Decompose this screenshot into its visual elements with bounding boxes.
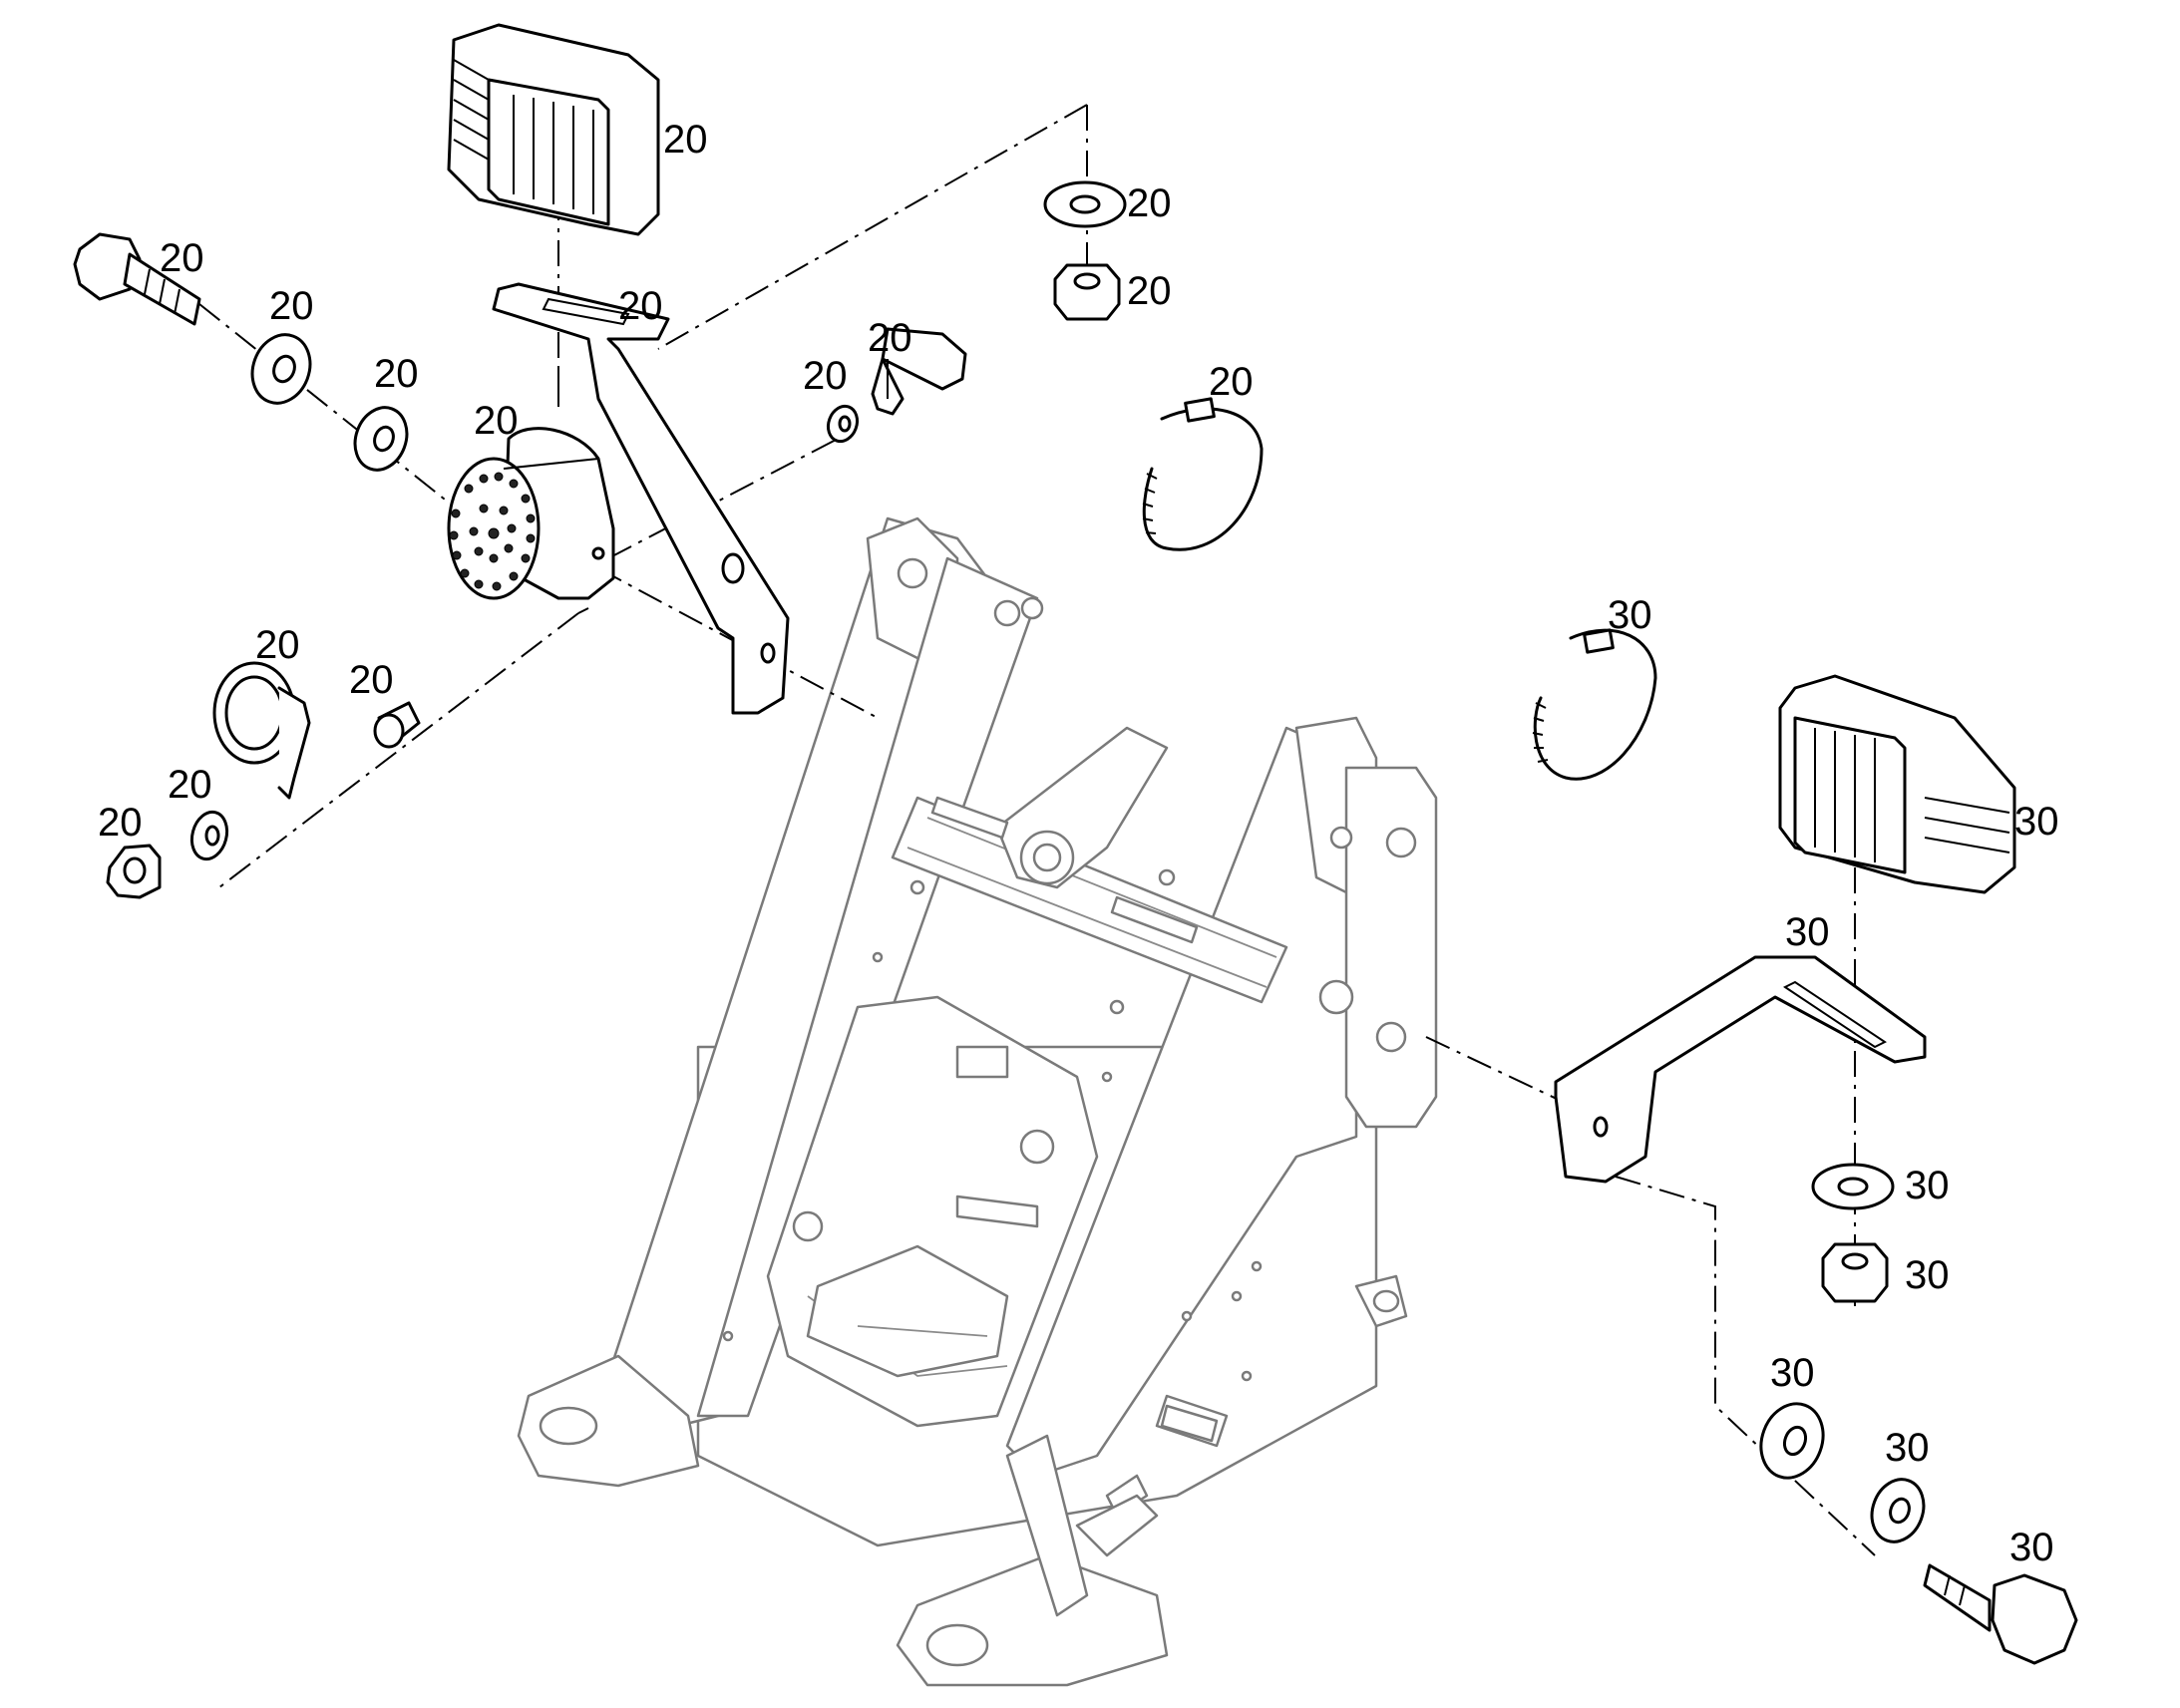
cable-tie-left [1142,397,1264,551]
callout-work-light-left: 20 [663,118,708,162]
callout-bracket-left: 20 [618,284,663,328]
callout-bolt-left: 20 [160,236,204,280]
callout-washer-left-1: 20 [269,284,314,328]
washer-lower-left [189,810,229,861]
washer-top [1043,180,1127,228]
nut-right [1821,1242,1889,1303]
callout-nut-lower-left: 20 [98,801,143,845]
callout-work-light-right: 30 [2014,800,2059,844]
washer-center [826,404,860,444]
callout-washer-right-1: 30 [1770,1351,1815,1395]
callout-washer-right-top: 30 [1905,1164,1950,1207]
callout-washer-right-2: 30 [1885,1426,1930,1470]
washer-right-top [1811,1163,1895,1210]
callout-bushing-left: 20 [349,658,394,702]
work-light-left [447,23,660,236]
cable-tie-right [1532,628,1657,781]
nut-lower-left [106,844,162,899]
loader-frame [517,516,1438,1687]
callout-bolt-right: 30 [2009,1526,2054,1569]
work-light-right [1778,674,2016,894]
callout-nut-top: 20 [1127,269,1172,313]
lamp-lower-left [212,661,311,800]
bolt-right [1923,1563,2078,1665]
callout-cable-tie-right: 30 [1608,593,1652,637]
callout-lamp-lower-left: 20 [255,623,300,667]
callout-cable-tie-left: 20 [1209,360,1254,404]
callout-bracket-right: 30 [1785,910,1830,954]
bushing-left [373,701,421,749]
callout-washer-top: 20 [1127,181,1172,225]
bracket-right [1554,955,1927,1184]
callout-washer-left-2: 20 [374,352,419,396]
washer-right-2 [1870,1478,1926,1543]
callout-labels: 20 20 20 20 20 20 20 20 20 20 20 20 20 2… [98,118,2059,1569]
callout-bolt-center: 20 [868,316,912,360]
bolt-left [73,232,201,326]
callout-washer-center: 20 [803,354,848,398]
washer-left-1 [250,333,312,405]
nut-top [1053,263,1121,321]
beacon-left [447,427,615,600]
washer-right-1 [1759,1402,1825,1480]
callout-nut-right: 30 [1905,1253,1950,1297]
callout-beacon-left: 20 [474,399,519,443]
bolt-center [871,327,967,416]
callout-washer-lower-left: 20 [168,763,212,807]
bracket-left [492,282,790,715]
washer-left-2 [353,406,409,472]
